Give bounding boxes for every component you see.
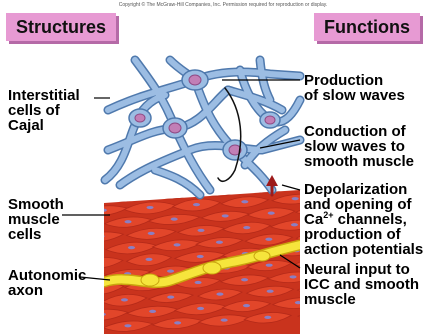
muscle-nucleus: [174, 321, 181, 324]
muscle-nucleus: [122, 194, 129, 197]
muscle-nucleus: [174, 243, 181, 246]
muscle-nucleus: [290, 275, 297, 278]
muscle-nucleus: [216, 241, 223, 244]
muscle-nucleus: [216, 293, 223, 296]
muscle-nucleus: [121, 298, 128, 301]
muscle-nucleus: [243, 226, 250, 229]
muscle-nucleus: [292, 197, 299, 200]
muscle-nucleus: [96, 261, 103, 264]
muscle-nucleus: [241, 200, 248, 203]
muscle-nucleus: [77, 301, 84, 304]
muscle-nucleus: [124, 324, 131, 327]
functions-header: Functions: [314, 13, 420, 41]
conduction-function: Conduction of slow waves to smooth muscl…: [304, 124, 414, 169]
muscle-nucleus: [146, 258, 153, 261]
autonomic-axon-label: Autonomic axon: [8, 268, 86, 298]
muscle-nucleus: [197, 255, 204, 258]
icc-nucleus: [265, 116, 275, 124]
muscle-nucleus: [128, 246, 135, 249]
muscle-nucleus: [222, 214, 229, 217]
smooth-muscle-cell: [55, 323, 100, 334]
muscle-nucleus: [99, 313, 106, 316]
muscle-nucleus: [268, 212, 275, 215]
slow-waves-function: Production of slow waves: [304, 73, 405, 103]
icc-label: Interstitial cells of Cajal: [8, 88, 80, 133]
icc-nucleus: [135, 114, 145, 122]
muscle-nucleus: [170, 191, 177, 194]
muscle-nucleus: [267, 290, 274, 293]
structures-header: Structures: [6, 13, 116, 41]
muscle-nucleus: [221, 318, 228, 321]
smooth-muscle-label: Smooth muscle cells: [8, 197, 64, 242]
muscle-nucleus: [243, 304, 250, 307]
depolarization-function: Depolarization and opening of Ca2+ chann…: [304, 182, 446, 257]
muscle-nucleus: [76, 197, 83, 200]
muscle-nucleus: [125, 220, 132, 223]
muscle-nucleus: [198, 229, 205, 232]
muscle-nucleus: [171, 217, 178, 220]
smooth-muscle-cell: [56, 298, 105, 308]
muscle-nucleus: [193, 203, 200, 206]
muscle-nucleus: [266, 264, 273, 267]
muscle-nucleus: [75, 249, 82, 252]
muscle-nucleus: [319, 313, 326, 316]
smooth-muscle-cell: [54, 245, 104, 257]
muscle-nucleus: [98, 235, 105, 238]
muscle-nucleus: [75, 223, 82, 226]
muscle-nucleus: [97, 287, 104, 290]
icc-nucleus: [189, 75, 201, 85]
smooth-muscle-cell: [101, 191, 149, 202]
muscle-nucleus: [73, 327, 80, 330]
muscle-nucleus: [241, 278, 248, 281]
muscle-nucleus: [218, 188, 225, 191]
muscle-nucleus: [295, 301, 302, 304]
muscle-nucleus: [265, 238, 272, 241]
muscle-nucleus: [100, 209, 107, 212]
icc-nucleus: [169, 123, 181, 133]
muscle-nucleus: [149, 310, 156, 313]
muscle-nucleus: [167, 295, 174, 298]
muscle-nucleus: [291, 223, 298, 226]
muscle-nucleus: [148, 232, 155, 235]
muscle-nucleus: [195, 281, 202, 284]
neural-input-function: Neural input to ICC and smooth muscle: [304, 262, 419, 307]
muscle-nucleus: [147, 206, 154, 209]
muscle-nucleus: [167, 269, 174, 272]
muscle-nucleus: [197, 307, 204, 310]
muscle-nucleus: [264, 316, 271, 319]
smooth-muscle-cell: [298, 310, 347, 320]
